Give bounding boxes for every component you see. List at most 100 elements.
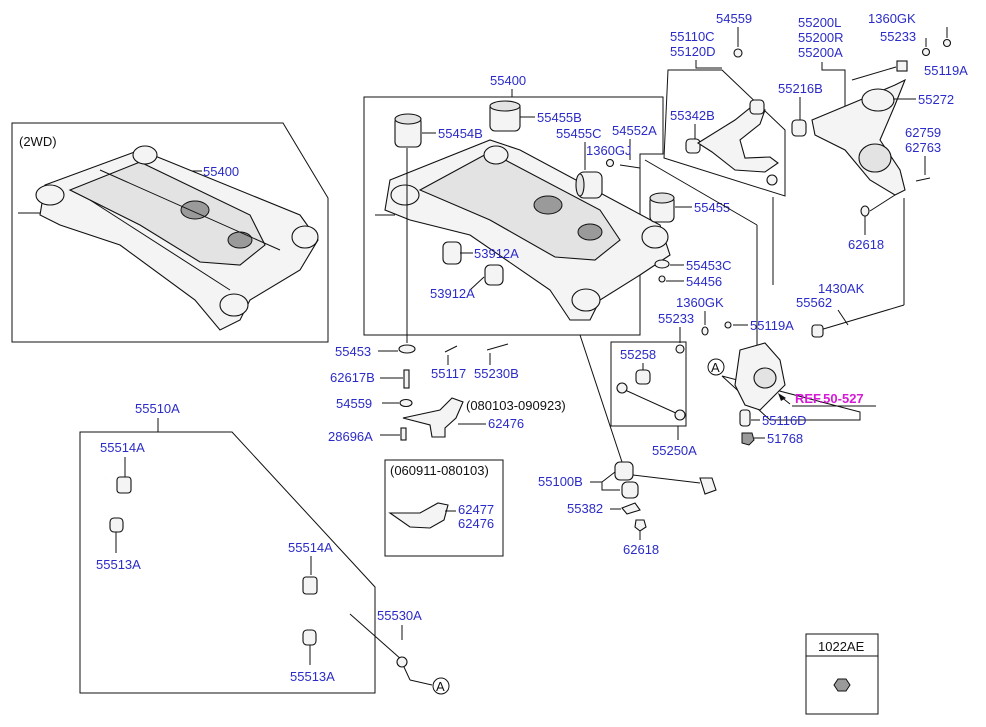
leader-55100B — [590, 481, 620, 491]
nut-1360GK-top — [942, 38, 952, 48]
label-55100B: 55100B — [538, 474, 583, 489]
leader-marker-A-link — [409, 679, 433, 686]
label-1022AE: 1022AE — [818, 639, 865, 654]
crossmember-4wd-drawing — [375, 139, 671, 321]
washer-55453C — [654, 259, 670, 269]
label-55110C: 55110C — [670, 29, 715, 44]
lower-arm-55200 — [811, 78, 907, 196]
label-55119A-top: 55119A — [924, 63, 968, 78]
label-55216B: 55216B — [778, 81, 823, 96]
leader-lower-arm-knuckle — [819, 304, 905, 331]
nut-62618-bottom — [634, 519, 647, 532]
label-54456: 54456 — [686, 274, 722, 289]
label-marker-A-link: A — [436, 679, 445, 694]
bolt-55230B — [486, 343, 509, 351]
washer-55233-top — [921, 47, 931, 57]
stabilizer-bar-55510A — [93, 477, 351, 619]
bushing-53912A-2 — [484, 264, 504, 286]
bolt-54552A — [619, 164, 641, 169]
bushing-55454B — [394, 113, 422, 148]
label-55513A-left: 55513A — [96, 557, 141, 572]
label-55233-mid: 55233 — [658, 311, 694, 326]
2wd-inset-frame — [11, 122, 329, 343]
upper-arm-55110C — [685, 99, 779, 186]
nut-54456 — [658, 275, 666, 283]
bushing-53912A-1 — [442, 241, 462, 265]
label-55272: 55272 — [918, 92, 954, 107]
label-1360GK-top: 1360GK — [868, 11, 916, 26]
label-53912A-1: 53912A — [474, 246, 519, 261]
label-55233-top: 55233 — [880, 29, 916, 44]
nut-1022AE — [833, 678, 851, 692]
bracket-62477 — [388, 502, 449, 529]
label-62476-a: 62476 — [488, 416, 524, 431]
ref-arrow-head — [778, 393, 786, 401]
label-55200L: 55200L — [798, 15, 841, 30]
stabilizer-frame — [79, 431, 376, 694]
bracket-55514A-left — [116, 476, 132, 494]
bolt-55117 — [444, 345, 458, 353]
nut-51768 — [741, 432, 755, 446]
bolt-62759 — [915, 177, 931, 182]
label-ref-50-527: REF.50-527 — [795, 391, 864, 406]
nut-1360GJ — [605, 158, 615, 168]
label-55513A-right: 55513A — [290, 669, 335, 684]
crossmember-2wd-drawing — [18, 145, 319, 331]
label-62763: 62763 — [905, 140, 941, 155]
label-55400: 55400 — [490, 73, 526, 88]
toe-link-frame — [610, 341, 687, 427]
label-55454B: 55454B — [438, 126, 483, 141]
label-55250A: 55250A — [652, 443, 697, 458]
pin-1430AK — [837, 309, 849, 326]
bracket-55514A-right — [302, 576, 318, 595]
label-55200A: 55200A — [798, 45, 843, 60]
label-55455B: 55455B — [537, 110, 582, 125]
bushing-55562 — [811, 324, 824, 338]
bracket-62476 — [402, 397, 464, 438]
label-1430AK: 1430AK — [818, 281, 865, 296]
label-62618-bottom: 62618 — [623, 542, 659, 557]
label-62476-b: 62476 — [458, 516, 494, 531]
leader-62618-top — [869, 194, 896, 212]
leader-53912A-2 — [469, 276, 485, 291]
washer-55382 — [621, 502, 641, 515]
label-28696A: 28696A — [328, 429, 373, 444]
label-55342B: 55342B — [670, 108, 715, 123]
label-55455: 55455 — [694, 200, 730, 215]
label-55530A: 55530A — [377, 608, 422, 623]
label-55514A-left: 55514A — [100, 440, 145, 455]
bolt-62617B — [403, 369, 410, 389]
label-date-080103-090923: (080103-090923) — [466, 398, 566, 413]
leader-55110C — [695, 60, 722, 69]
leader-55200A — [821, 62, 846, 130]
label-55400-2wd: 55400 — [203, 164, 239, 179]
bushing-55455 — [649, 192, 675, 223]
label-2wd: (2WD) — [19, 134, 57, 149]
4wd-crossmember-frame — [363, 96, 664, 336]
label-51768: 51768 — [767, 431, 803, 446]
part-box-1022AE — [805, 633, 879, 715]
label-55382: 55382 — [567, 501, 603, 516]
label-55200R: 55200R — [798, 30, 844, 45]
label-54552A: 54552A — [612, 123, 657, 138]
label-marker-A-knuckle: A — [711, 360, 720, 375]
label-55117: 55117 — [431, 366, 466, 381]
label-54559-top: 54559 — [716, 11, 752, 26]
nut-54559-top — [733, 48, 743, 58]
marker-A-knuckle — [707, 358, 725, 376]
label-62477: 62477 — [458, 502, 494, 517]
label-55455C: 55455C — [556, 126, 602, 141]
nut-1360GK-mid — [701, 326, 709, 336]
label-62618-top: 62618 — [848, 237, 884, 252]
leader-55100B-long — [579, 334, 623, 463]
label-55120D: 55120D — [670, 44, 716, 59]
label-55514A-right: 55514A — [288, 540, 333, 555]
label-55116D: 55116D — [762, 413, 807, 428]
label-55230B: 55230B — [474, 366, 519, 381]
label-62759: 62759 — [905, 125, 941, 140]
label-1360GK-mid: 1360GK — [676, 295, 724, 310]
bushing-55216B — [791, 119, 807, 137]
label-55562: 55562 — [796, 295, 832, 310]
